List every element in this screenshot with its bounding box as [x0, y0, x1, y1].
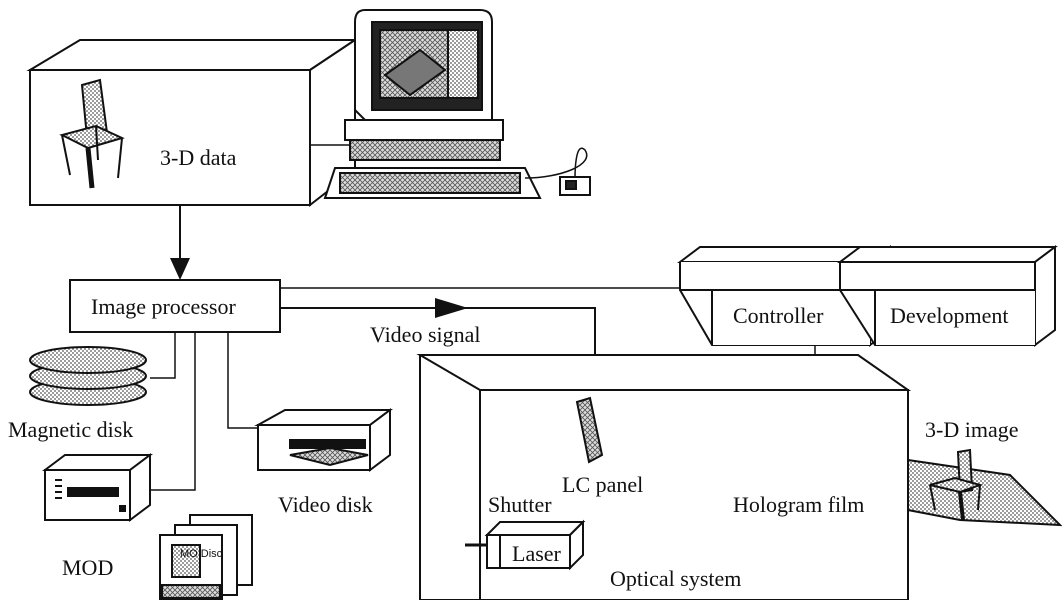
controller-label: Controller — [733, 303, 824, 328]
laser-label: Laser — [512, 541, 562, 566]
image3d-chair-icon — [907, 448, 1062, 527]
lc-panel-icon — [575, 396, 604, 464]
mod-label: MOD — [62, 555, 113, 580]
video-disk-label: Video disk — [278, 492, 373, 517]
video-signal-arrow — [435, 298, 468, 318]
hologram-film-label: Hologram film — [733, 492, 864, 517]
mod-drive-icon — [42, 453, 153, 522]
magnetic-disk-label: Magnetic disk — [8, 417, 133, 442]
computer-icon — [323, 9, 591, 199]
image3d-label: 3-D image — [925, 417, 1018, 442]
magnetic-disk-icon — [29, 346, 147, 406]
shutter-label: Shutter — [488, 492, 552, 517]
mo-disc-label: MO Disc — [180, 548, 223, 560]
lc-panel-label: LC panel — [562, 472, 643, 497]
development-box — [837, 245, 1058, 347]
image-processor-box — [69, 279, 281, 333]
data3d-label: 3-D data — [160, 145, 237, 170]
development-label: Development — [890, 303, 1009, 328]
video-disk-icon — [254, 408, 393, 472]
laser-box — [484, 519, 586, 571]
video-signal-label: Video signal — [370, 322, 481, 347]
chair-icon — [59, 78, 125, 189]
image-processor-label: Image processor — [91, 294, 236, 319]
data3d-box — [26, 38, 359, 208]
mo-disc-icon — [159, 514, 253, 601]
optical-system-label: Optical system — [610, 566, 741, 591]
